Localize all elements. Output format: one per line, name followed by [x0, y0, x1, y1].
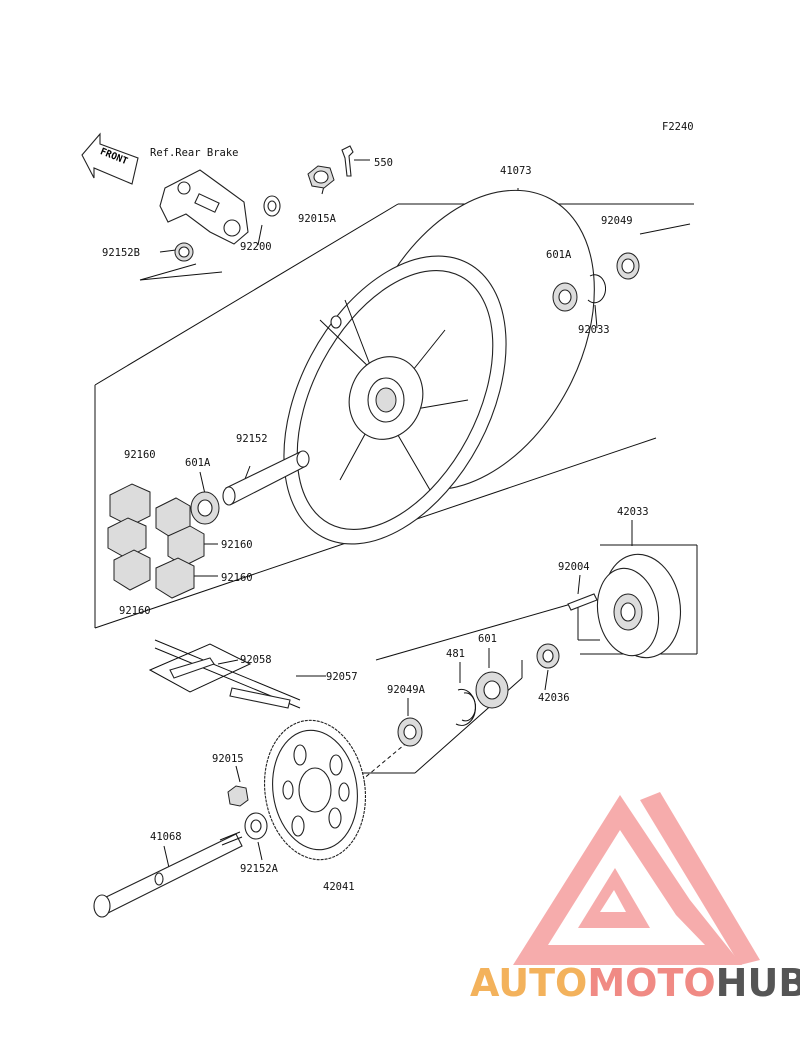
watermark-text-auto: AUTO — [470, 961, 587, 1005]
part-label-92049: 92049 — [601, 215, 633, 227]
sprocket-hub-42033 — [596, 553, 682, 659]
rear-sprocket-42041 — [263, 719, 367, 861]
nut-92015-icon — [227, 785, 249, 807]
bearing-601-icon — [475, 671, 509, 709]
part-label-42033: 42033 — [617, 506, 649, 518]
seal-92049a-icon — [397, 717, 423, 747]
part-label-92058: 92058 — [240, 654, 272, 666]
watermark-logo — [513, 792, 760, 965]
part-label-92160-a: 92160 — [124, 449, 156, 461]
circlip-92033-icon — [587, 274, 607, 304]
part-label-92057: 92057 — [326, 671, 358, 683]
collar-icon — [174, 242, 194, 262]
part-label-481: 481 — [446, 648, 465, 660]
part-label-92015: 92015 — [212, 753, 244, 765]
axle-41068 — [93, 831, 243, 918]
stud-92004-icon — [567, 593, 598, 611]
part-label-92152: 92152 — [236, 433, 268, 445]
axle-nut-icon — [307, 165, 335, 189]
washer-icon — [263, 195, 281, 217]
part-label-92033: 92033 — [578, 324, 610, 336]
part-label-41068: 41068 — [150, 831, 182, 843]
part-label-92160-b: 92160 — [221, 539, 253, 551]
collar-42036-icon — [536, 643, 560, 669]
part-label-92200: 92200 — [240, 241, 272, 253]
part-label-601: 601 — [478, 633, 497, 645]
part-label-41073: 41073 — [500, 165, 532, 177]
part-label-92015a: 92015A — [298, 213, 337, 225]
bearing-601a-left-icon — [190, 491, 220, 525]
front-arrow-icon: FRONT — [81, 132, 139, 185]
chain-92057 — [148, 639, 301, 709]
part-label-42041: 42041 — [323, 881, 355, 893]
damper-rubbers — [107, 483, 205, 599]
watermark-text-hub: HUB — [716, 961, 800, 1005]
part-label-601a-left: 601A — [185, 457, 211, 469]
part-label-92049a: 92049A — [387, 684, 426, 696]
watermark-text-moto: MOTO — [587, 961, 715, 1005]
collar-92152a-icon — [244, 812, 268, 840]
part-label-92152b: 92152B — [102, 247, 140, 259]
part-label-92152a: 92152A — [240, 863, 279, 875]
collar-92152-icon — [222, 450, 310, 506]
part-label-42036: 42036 — [538, 692, 570, 704]
cotter-pin-icon — [341, 145, 354, 177]
rear-brake-bracket — [159, 169, 249, 245]
part-label-550: 550 — [374, 157, 393, 169]
watermark-text: AUTOMOTOHUB — [470, 961, 800, 1005]
diagram-code: F2240 — [662, 121, 694, 133]
bearing-601a-top-icon — [552, 282, 578, 312]
rear-wheel — [283, 189, 595, 545]
part-label-92160-c: 92160 — [221, 572, 253, 584]
part-label-92004: 92004 — [558, 561, 590, 573]
seal-92049-icon — [616, 252, 640, 280]
part-label-92160-d: 92160 — [119, 605, 151, 617]
ref-rear-brake-label: Ref.Rear Brake — [150, 147, 239, 159]
circlip-481-icon — [455, 688, 476, 726]
part-label-601a-top: 601A — [546, 249, 572, 261]
